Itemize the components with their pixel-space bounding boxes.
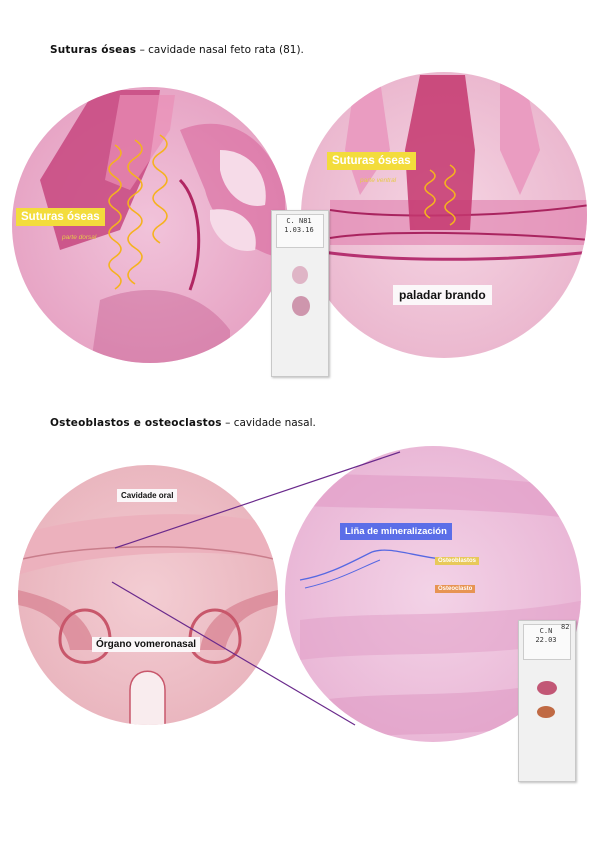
heading-rest: – cavidade nasal feto rata (81). [136, 44, 304, 56]
slide-label-line: 1.03.16 [284, 226, 314, 234]
slide-label-line: C.N [539, 627, 553, 635]
zoom-line-top [114, 451, 401, 549]
label-soft-palate: paladar brando [393, 285, 492, 305]
label-oral-cavity: Cavidade oral [117, 489, 178, 502]
micrograph-oral-cavity [18, 465, 278, 725]
section-heading-sutures: Suturas óseas – cavidade nasal feto rata… [50, 44, 304, 56]
label-sutures-dorsal-sub: parte dorsal [62, 234, 97, 241]
glass-slide-2: C.N 22.03 82 [518, 620, 576, 782]
micrograph-sutures-ventral [301, 72, 587, 358]
zoom-line-bottom [111, 581, 356, 726]
label-osteoclasts: Osteoclasto [435, 585, 476, 593]
slide-label-line: 22.03 [535, 636, 557, 644]
micrograph-mineralization [285, 446, 581, 742]
micrograph-sutures-dorsal [12, 87, 288, 363]
heading-bold: Suturas óseas [50, 44, 137, 56]
label-sutures-ventral-sub: parte ventral [360, 177, 397, 184]
label-osteoblasts: Osteoblastos [435, 557, 480, 565]
heading-bold: Osteoblastos e osteoclastos [50, 417, 222, 429]
slide-number: 82 [561, 623, 570, 631]
label-mineralization-line: Liña de mineralización [340, 523, 452, 540]
slide-label-line: C. N81 [286, 217, 312, 225]
label-sutures-dorsal: Suturas óseas [16, 208, 105, 226]
section-heading-osteoblasts: Osteoblastos e osteoclastos – cavidade n… [50, 417, 316, 429]
glass-slide-1: C. N81 1.03.16 [271, 210, 329, 377]
label-sutures-ventral: Suturas óseas [327, 152, 416, 170]
heading-rest: – cavidade nasal. [221, 417, 316, 429]
label-vomeronasal-organ: Órgano vomeronasal [92, 637, 201, 652]
